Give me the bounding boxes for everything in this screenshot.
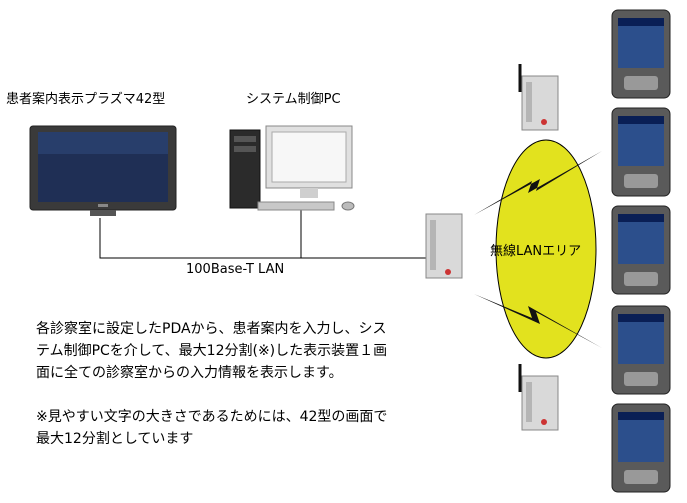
pda-5: [611, 403, 671, 493]
note-line-2: 最大12分割としています: [36, 431, 194, 447]
pda-2: [611, 107, 671, 197]
description-line-1: 各診察室に設定したPDAから、患者案内を入力し、シス: [36, 321, 387, 337]
pda-3: [611, 205, 671, 295]
pda-4: [611, 305, 671, 395]
wireless-link-upper: [474, 151, 602, 215]
access-point-lower: [518, 364, 559, 431]
wireless-area-ellipse: [495, 139, 597, 359]
access-point-center: [425, 213, 463, 279]
wireless-area-label: 無線LANエリア: [490, 244, 582, 259]
description-line-2: テム制御PCを介して、最大12分割(※)した表示装置１画: [36, 343, 388, 359]
description-line-3: 面に全ての診察室からの入力情報を表示します。: [36, 365, 343, 381]
note-line-1: ※見やすい文字の大きさであるためには、42型の画面で: [36, 409, 388, 425]
plasma-display-label: 患者案内表示プラズマ42型: [6, 92, 166, 107]
lan-label: 100Base-T LAN: [186, 262, 285, 277]
plasma-display: [29, 125, 177, 216]
system-pc-label: システム制御PC: [246, 92, 341, 107]
wireless-link-lower: [474, 294, 602, 348]
access-point-upper: [518, 64, 559, 131]
pda-1: [611, 9, 671, 99]
system-pc: [229, 125, 355, 211]
lan-cable: [99, 218, 440, 259]
